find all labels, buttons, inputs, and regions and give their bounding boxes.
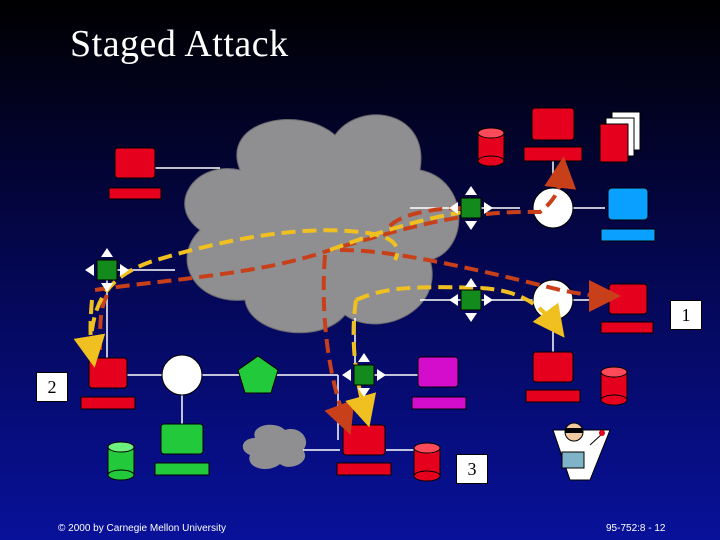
footer-page-number: 95-752:8 - 12 (606, 523, 666, 534)
host-right (600, 283, 654, 334)
host-lower-right (525, 351, 581, 403)
printer-icon (599, 111, 641, 163)
router-icon (449, 278, 493, 322)
host-top-left (108, 147, 162, 200)
hub-icon (161, 354, 203, 396)
database-icon (600, 366, 628, 406)
host-green (154, 423, 210, 476)
host-bottom-center (336, 424, 392, 476)
router-icon (342, 353, 386, 397)
database-icon (413, 442, 441, 482)
router-icon (449, 186, 493, 230)
database-icon (107, 441, 135, 481)
small-cloud-icon (242, 424, 307, 470)
footer-copyright: © 2000 by Carnegie Mellon University (58, 523, 227, 534)
router-icon (85, 248, 129, 292)
stage-label-2: 2 (36, 372, 68, 402)
hub-icon (532, 279, 574, 321)
server-icon (523, 107, 583, 162)
hub-icon (532, 187, 574, 229)
slide-title: Staged Attack (70, 23, 289, 65)
host-blue (600, 187, 656, 242)
host-lower-left (80, 357, 136, 410)
hacker-icon (552, 422, 611, 481)
stage-label-1: 1 (670, 300, 702, 330)
host-magenta (411, 356, 467, 410)
database-icon (477, 127, 505, 167)
stage-label-3: 3 (456, 454, 488, 484)
firewall-icon (237, 355, 279, 394)
